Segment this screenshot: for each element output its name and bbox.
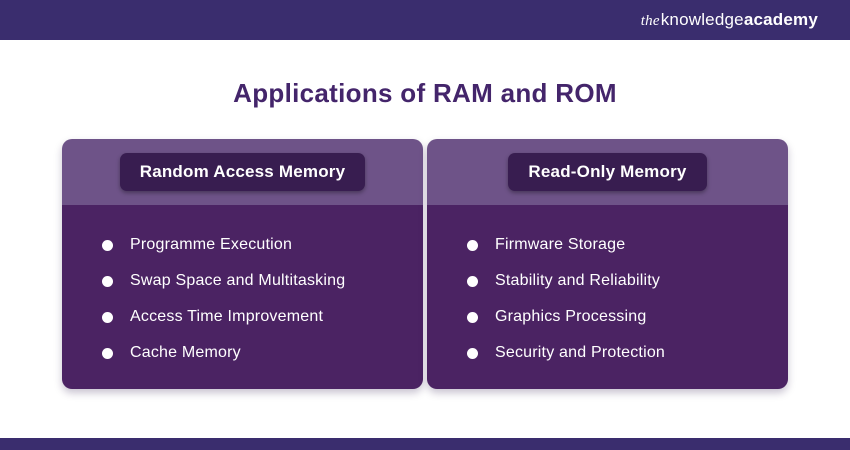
list-item-label: Cache Memory [130, 344, 241, 361]
top-bar: theknowledgeacademy [0, 0, 850, 40]
list-item: Graphics Processing [467, 308, 788, 326]
list-item-label: Swap Space and Multitasking [130, 272, 346, 289]
list-item: Security and Protection [467, 344, 788, 362]
list-item-label: Security and Protection [495, 344, 666, 361]
bullet-icon [102, 239, 113, 251]
list-item: Programme Execution [102, 236, 423, 254]
list-item-label: Programme Execution [130, 236, 293, 253]
logo-knowledge: knowledge [660, 10, 744, 29]
bullet-icon [467, 275, 478, 287]
card-ram-title-badge: Random Access Memory [119, 153, 366, 191]
list-item: Access Time Improvement [102, 308, 423, 326]
card-ram-body: Programme Execution Swap Space and Multi… [62, 205, 423, 389]
list-item: Stability and Reliability [467, 272, 788, 290]
list-item-label: Access Time Improvement [130, 308, 324, 325]
card-ram-header: Random Access Memory [62, 139, 423, 205]
list-item-label: Stability and Reliability [495, 272, 661, 289]
bullet-icon [102, 275, 113, 287]
bullet-icon [467, 239, 478, 251]
card-ram: Random Access Memory Programme Execution… [62, 139, 423, 389]
logo-the: the [640, 13, 660, 29]
card-rom-title-badge: Read-Only Memory [508, 153, 707, 191]
cards-container: Random Access Memory Programme Execution… [62, 139, 788, 389]
list-item: Swap Space and Multitasking [102, 272, 423, 290]
list-item: Cache Memory [102, 344, 423, 362]
bottom-bar [0, 438, 850, 450]
list-item-label: Graphics Processing [495, 308, 647, 325]
card-rom: Read-Only Memory Firmware Storage Stabil… [427, 139, 788, 389]
logo-academy: academy [743, 10, 818, 29]
page-title: Applications of RAM and ROM [233, 78, 617, 108]
bullet-icon [467, 311, 478, 323]
list-item: Firmware Storage [467, 236, 788, 254]
bullet-icon [467, 347, 478, 359]
brand-logo: theknowledgeacademy [641, 10, 818, 30]
card-rom-body: Firmware Storage Stability and Reliabili… [427, 205, 788, 389]
bullet-icon [102, 311, 113, 323]
list-item-label: Firmware Storage [495, 236, 626, 253]
card-rom-header: Read-Only Memory [427, 139, 788, 205]
bullet-icon [102, 347, 113, 359]
